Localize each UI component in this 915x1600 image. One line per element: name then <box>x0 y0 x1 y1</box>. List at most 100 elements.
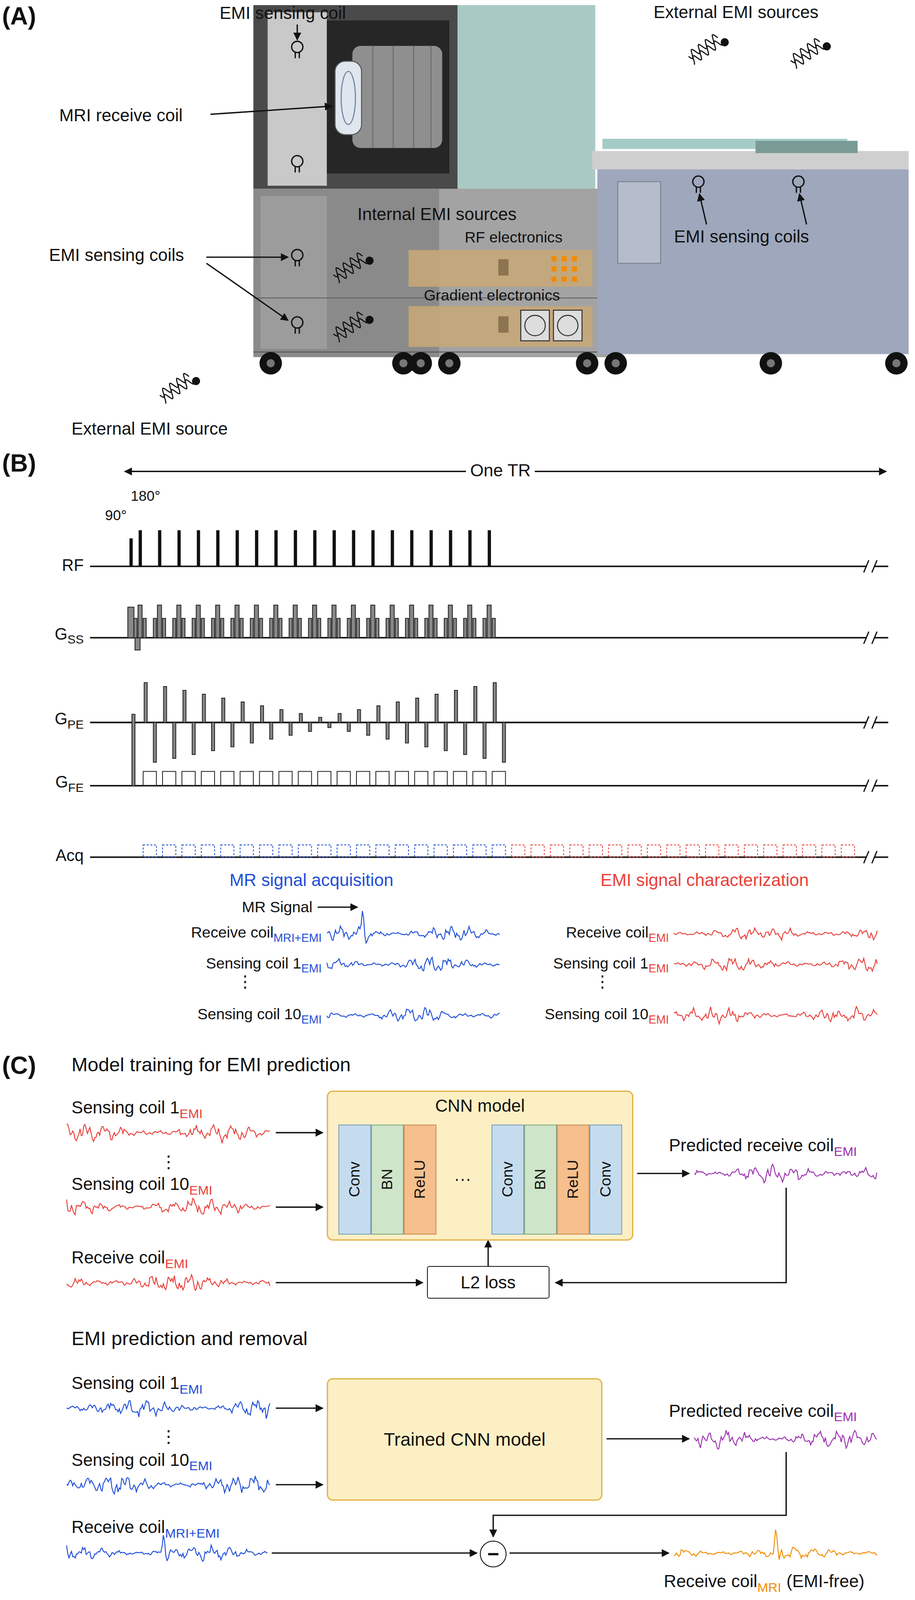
arrows <box>275 1407 323 1410</box>
label-text: 180° <box>130 488 161 504</box>
signal-traces <box>608 844 622 857</box>
signal-traces <box>197 530 200 567</box>
subscript-text: FE <box>67 780 84 795</box>
signal-traces <box>569 844 584 857</box>
label-text: EMI signal characterization <box>600 870 809 891</box>
signal-traces <box>192 722 196 756</box>
signal-traces <box>221 698 225 723</box>
scanner-drawing <box>766 359 775 368</box>
signal-traces <box>172 722 176 759</box>
node-text: Conv <box>345 1161 364 1198</box>
scanner-drawing <box>392 46 394 148</box>
signal-traces <box>492 771 506 787</box>
signal-traces <box>220 618 224 638</box>
signal-traces <box>138 530 142 567</box>
arrows <box>206 256 289 258</box>
label-group: MR signal acquisition <box>229 870 394 891</box>
signal-traces <box>351 605 356 639</box>
label-text: (C) <box>2 1051 37 1080</box>
signal-traces <box>331 310 365 338</box>
signal-traces <box>492 844 506 857</box>
label-group: Sensing coil 1EMI <box>71 1373 203 1398</box>
signal-traces <box>673 928 878 941</box>
scanner-drawing <box>561 256 567 262</box>
signal-traces <box>791 42 825 69</box>
signal-traces <box>211 618 215 638</box>
label-text: Receive coil <box>71 1247 166 1268</box>
signal-traces <box>313 530 317 567</box>
signal-traces <box>337 844 351 857</box>
label-group: GSS <box>54 625 84 648</box>
node-text: CNN model <box>435 1096 526 1116</box>
subscript-text: EMI <box>179 1106 203 1121</box>
signal-traces <box>308 722 312 732</box>
scanner-drawing <box>885 352 908 375</box>
label-group: Sensing coil 10EMI <box>544 1005 670 1027</box>
signal-traces <box>279 618 283 638</box>
signal-traces <box>337 713 341 723</box>
signal-traces <box>160 377 194 404</box>
signal-traces <box>241 702 245 723</box>
label-text: Receive coil <box>190 924 274 942</box>
signal-traces <box>162 618 166 638</box>
label-text: External EMI sources <box>653 2 819 22</box>
scanner-drawing <box>525 315 546 336</box>
scanner-drawing <box>260 196 327 350</box>
signal-traces <box>216 530 220 567</box>
label-text: Sensing coil 10 <box>71 1450 190 1471</box>
signal-traces <box>449 530 452 567</box>
signal-traces <box>488 530 491 567</box>
subscript-text: EMI <box>165 1256 189 1272</box>
signal-traces <box>482 618 486 638</box>
signal-traces <box>705 844 719 857</box>
signal-traces <box>872 851 878 864</box>
signal-traces <box>331 251 365 279</box>
signal-traces <box>863 716 869 729</box>
subscript-text: EMI <box>179 1382 203 1397</box>
label-text: Predicted receive coil <box>669 1401 835 1422</box>
signal-traces <box>211 722 215 752</box>
signal-traces <box>694 1164 877 1184</box>
signal-traces <box>863 560 869 573</box>
scanner-drawing <box>267 12 327 186</box>
signal-traces <box>331 306 376 345</box>
subscript-text: MRI+EMI <box>165 1526 220 1541</box>
signal-traces <box>279 709 283 723</box>
signal-traces <box>202 694 206 723</box>
loss-box: L2 loss <box>426 1266 550 1299</box>
signal-traces <box>66 1274 271 1291</box>
signal-traces <box>239 618 243 638</box>
label-group: (A) <box>2 2 37 31</box>
signal-traces <box>201 771 215 787</box>
signal-traces <box>841 844 855 857</box>
signal-traces <box>375 844 390 857</box>
signal-traces <box>424 722 428 748</box>
signal-traces <box>293 605 298 639</box>
signal-traces <box>318 717 322 723</box>
scanner-drawing <box>557 315 578 336</box>
signal-traces <box>317 618 321 638</box>
scanner-drawing <box>592 150 909 170</box>
signal-traces <box>363 254 375 267</box>
label-text: Model training for EMI prediction <box>71 1053 351 1076</box>
signal-traces <box>788 33 833 72</box>
signal-traces <box>744 844 758 857</box>
signal-traces <box>647 844 661 857</box>
layer-box: Conv <box>589 1124 623 1236</box>
signal-traces <box>375 618 379 638</box>
scanner-drawing <box>416 359 425 368</box>
signal-traces <box>294 327 296 334</box>
signal-traces <box>66 1198 271 1216</box>
label-text: ⋮ <box>159 1426 178 1447</box>
scanner-drawing <box>352 46 443 148</box>
scanner-drawing <box>409 352 432 375</box>
label-text: Sensing coil 10 <box>544 1005 649 1023</box>
signal-traces <box>396 702 400 723</box>
signal-traces <box>472 844 487 857</box>
label-text: G <box>54 625 68 644</box>
signal-traces <box>550 844 564 857</box>
signal-traces <box>376 706 380 723</box>
signal-traces <box>468 530 472 567</box>
signal-traces <box>673 1007 878 1025</box>
label-text: G <box>55 773 69 792</box>
